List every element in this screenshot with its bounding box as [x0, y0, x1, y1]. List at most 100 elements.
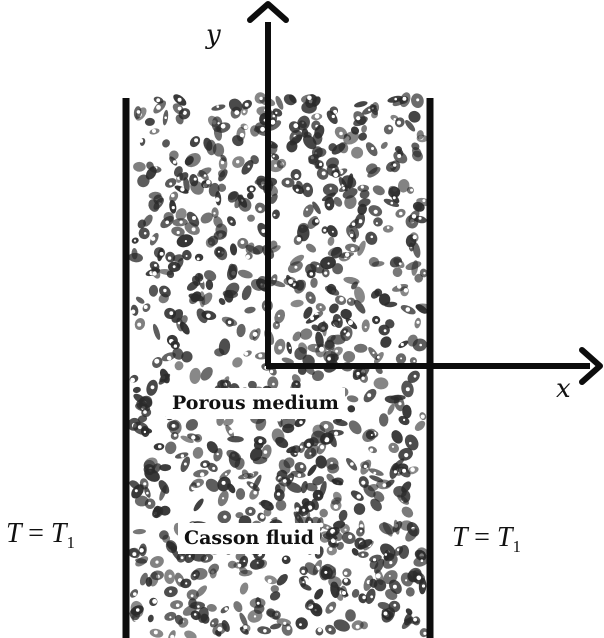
porous-grain	[338, 141, 349, 154]
porous-grain	[405, 120, 416, 132]
left-wall-temperature: T = T1	[6, 520, 75, 552]
porous-grain	[391, 430, 403, 444]
porous-grain-highlight	[169, 590, 172, 593]
porous-grain-highlight	[351, 222, 356, 226]
porous-grain-highlight	[180, 187, 185, 192]
porous-grain-highlight	[137, 425, 142, 429]
porous-grain-highlight	[389, 561, 393, 565]
porous-grain-highlight	[259, 96, 263, 101]
porous-grain	[321, 192, 336, 202]
porous-grain-highlight	[372, 558, 377, 562]
porous-grain	[291, 445, 301, 454]
porous-grain	[361, 319, 370, 333]
porous-grain-highlight	[370, 235, 374, 239]
porous-grain	[145, 166, 157, 180]
porous-grain-highlight	[236, 160, 240, 164]
porous-grain	[388, 442, 399, 454]
porous-grain	[305, 482, 318, 492]
porous-grain	[343, 131, 359, 145]
porous-grain	[374, 558, 385, 574]
porous-grain-highlight	[153, 630, 158, 635]
porous-grain-highlight	[345, 252, 350, 257]
porous-grain	[413, 556, 429, 567]
porous-grain-highlight	[156, 105, 161, 110]
porous-grain	[312, 424, 326, 438]
porous-grain-highlight	[177, 97, 182, 102]
porous-grain	[312, 370, 324, 382]
porous-grain	[312, 476, 325, 486]
porous-grain	[351, 146, 364, 159]
porous-grain	[345, 609, 356, 622]
porous-grain	[416, 130, 424, 140]
porous-grain	[235, 488, 246, 500]
porous-grain	[288, 94, 297, 104]
porous-grain	[412, 242, 421, 258]
porous-grain-highlight	[242, 110, 246, 113]
porous-grain	[190, 291, 202, 303]
porous-grain-highlight	[275, 111, 278, 115]
porous-grain-highlight	[239, 132, 245, 138]
porous-grain	[131, 248, 138, 260]
porous-grain-highlight	[306, 186, 310, 191]
porous-grain-highlight	[316, 265, 320, 268]
porous-grain	[326, 283, 337, 295]
porous-grain	[380, 336, 392, 348]
porous-grain	[234, 457, 245, 470]
porous-grain-highlight	[356, 116, 361, 121]
porous-grain	[276, 574, 288, 586]
porous-grain	[135, 556, 149, 567]
porous-grain-highlight	[356, 494, 362, 499]
porous-grain	[407, 370, 420, 383]
porous-grain-highlight	[376, 355, 380, 359]
porous-grain	[152, 323, 161, 340]
porous-grain	[214, 348, 225, 357]
porous-grain	[218, 169, 228, 182]
porous-grain-highlight	[132, 552, 137, 557]
porous-grain	[332, 477, 344, 486]
porous-grain	[195, 585, 208, 597]
porous-grain	[269, 591, 281, 601]
y-axis-arrowhead	[247, 1, 289, 23]
porous-grain-highlight	[416, 575, 422, 581]
porous-grain	[148, 571, 159, 587]
porous-grain-highlight	[206, 180, 211, 185]
porous-grain-highlight	[299, 420, 303, 425]
porous-grain	[411, 260, 419, 276]
porous-grain	[373, 377, 389, 390]
porous-grain	[332, 313, 343, 329]
porous-grain	[206, 441, 218, 454]
porous-grain-highlight	[258, 439, 263, 444]
porous-grain-highlight	[328, 547, 333, 551]
porous-grain-highlight	[256, 601, 260, 605]
porous-grain	[328, 143, 337, 152]
porous-grain	[298, 120, 307, 129]
porous-grain-highlight	[348, 299, 351, 302]
porous-grain	[314, 124, 325, 139]
porous-grain	[281, 555, 291, 565]
porous-grain	[207, 462, 218, 473]
porous-grain-highlight	[192, 216, 196, 220]
porous-grain-highlight	[143, 305, 148, 309]
porous-grain-highlight	[223, 515, 227, 519]
porous-grain	[159, 530, 169, 540]
porous-grain-highlight	[375, 222, 378, 225]
porous-grain	[189, 367, 201, 384]
porous-grain	[342, 350, 356, 363]
porous-grain-highlight	[173, 433, 177, 437]
porous-grain-highlight	[269, 369, 274, 374]
porous-grain-highlight	[309, 452, 312, 455]
porous-grain-highlight	[272, 155, 275, 158]
porous-grain-highlight	[358, 219, 363, 224]
porous-grain	[215, 223, 228, 238]
porous-grain-highlight	[263, 629, 267, 633]
porous-grain	[392, 267, 403, 277]
porous-grain-highlight	[368, 108, 371, 112]
porous-grain	[332, 263, 344, 275]
porous-grain	[280, 416, 296, 429]
porous-grain-highlight	[360, 185, 364, 189]
porous-grain-highlight	[359, 529, 363, 533]
porous-grain-highlight	[396, 120, 402, 125]
porous-grain	[300, 583, 312, 591]
porous-grain	[414, 420, 426, 431]
porous-grain-highlight	[191, 435, 196, 440]
